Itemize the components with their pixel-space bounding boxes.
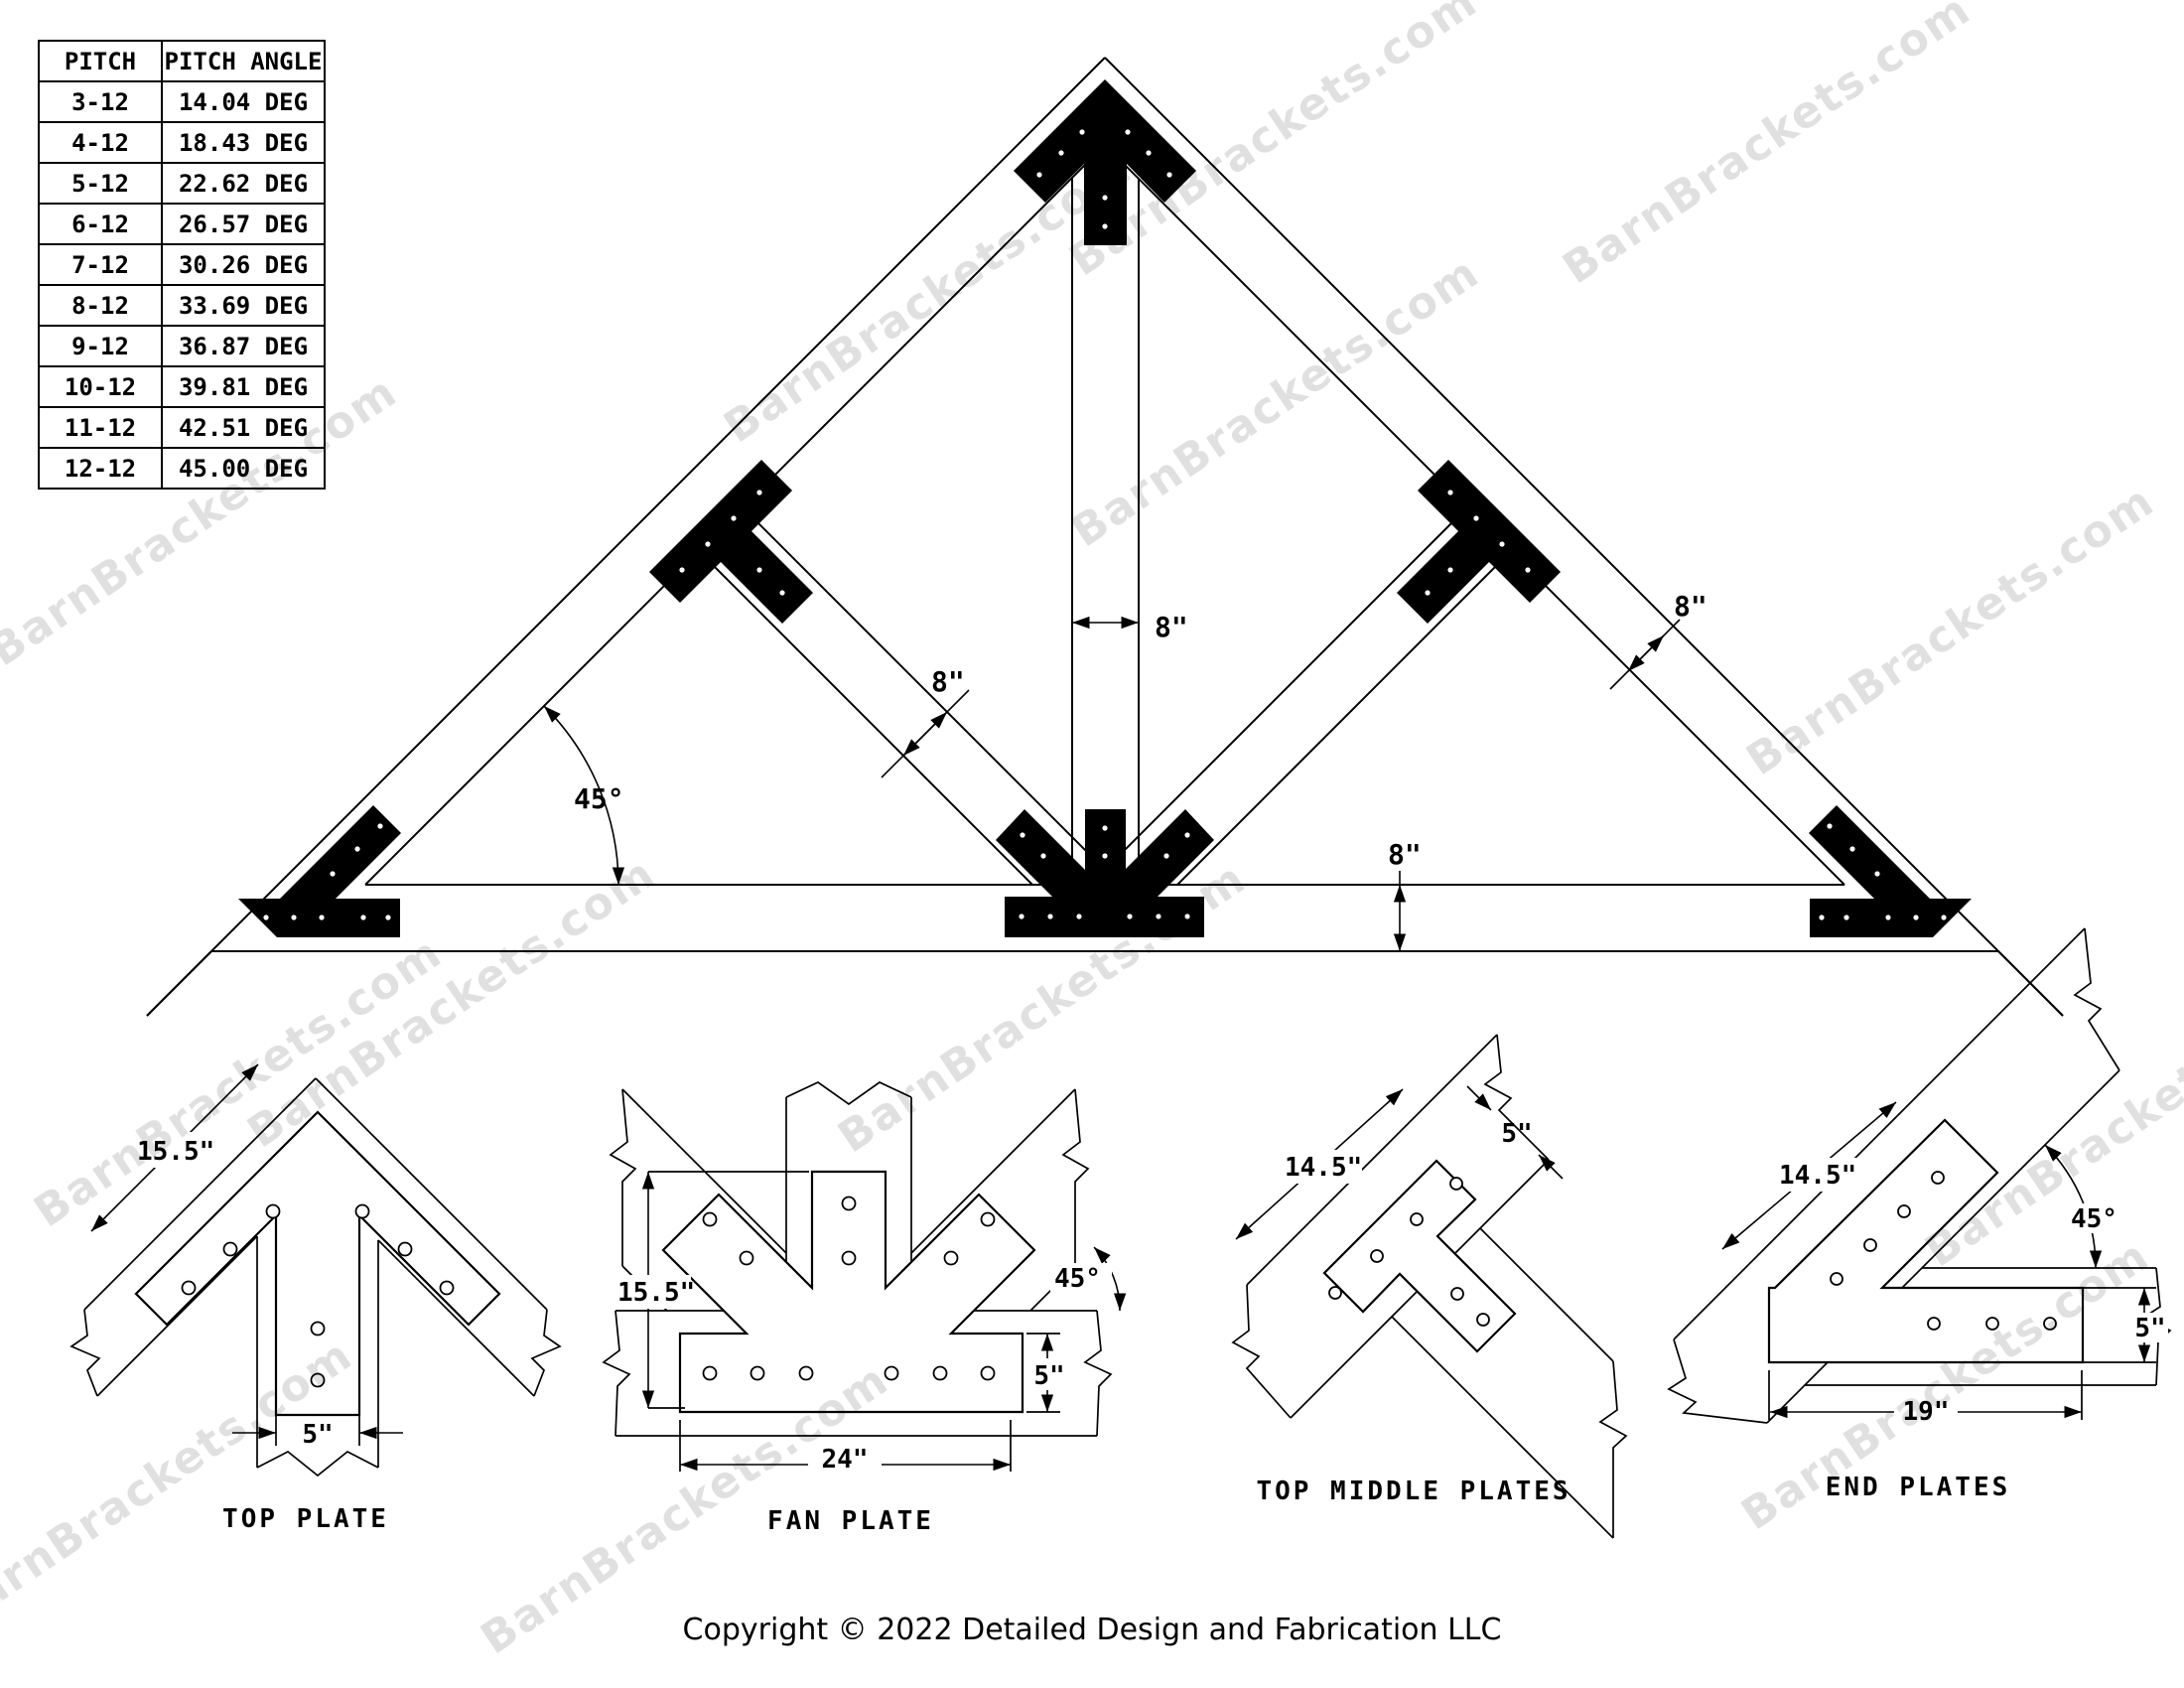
king-post-width-label: 8"	[1155, 611, 1188, 643]
fan-plate-title: FAN PLATE	[767, 1506, 934, 1536]
angle-cell: 45.00 DEG	[161, 447, 326, 490]
fan-base-height-label: 5"	[1033, 1361, 1064, 1391]
pitch-cell: 9-12	[38, 325, 163, 367]
top-middle-bar-label: 14.5"	[1285, 1153, 1362, 1183]
end-plates-title: END PLATES	[1826, 1473, 2011, 1502]
strut-width-label: 8"	[931, 665, 965, 698]
peak-bracket	[1014, 79, 1196, 245]
end-plate-arm-label: 14.5"	[1779, 1161, 1856, 1191]
pitch-cell: 3-12	[38, 80, 163, 123]
right-top-middle-bracket	[1397, 460, 1561, 624]
angle-cell: 33.69 DEG	[161, 284, 326, 327]
top-middle-title: TOP MIDDLE PLATES	[1256, 1477, 1570, 1506]
top-plate-edge-label: 15.5"	[137, 1137, 214, 1167]
pitch-cell: 5-12	[38, 162, 163, 205]
detail-top-plate: 15.5" 5" TOP PLATE	[69, 1063, 562, 1534]
angle-cell: 26.57 DEG	[161, 203, 326, 245]
angle-cell: 30.26 DEG	[161, 243, 326, 286]
top-middle-plate-holes	[1328, 1177, 1490, 1327]
top-plate-stem-label: 5"	[302, 1420, 333, 1450]
fan-plate-outline	[661, 1170, 1036, 1414]
fan-bracket	[996, 809, 1214, 937]
top-middle-dimensions: 14.5" 5"	[1235, 1085, 1564, 1240]
pitch-cell: 7-12	[38, 243, 163, 286]
pitch-column-header: PITCH	[38, 40, 163, 82]
end-plate-angle-label: 45°	[2071, 1204, 2117, 1234]
angle-cell: 14.04 DEG	[161, 80, 326, 123]
left-top-middle-bracket	[649, 460, 813, 624]
fan-plate-timbers	[602, 1081, 1113, 1437]
angle-cell: 42.51 DEG	[161, 406, 326, 449]
pitch-table-header-row: PITCH PITCH ANGLE	[38, 40, 326, 82]
top-plate-outline	[134, 1110, 501, 1417]
fan-plate-holes	[702, 1196, 996, 1381]
top-middle-plate-outline	[1322, 1159, 1517, 1353]
pitch-angle-column-header: PITCH ANGLE	[161, 40, 326, 82]
angle-cell: 22.62 DEG	[161, 162, 326, 205]
fan-height-label: 15.5"	[617, 1278, 695, 1308]
copyright-text: Copyright © 2022 Detailed Design and Fab…	[682, 1613, 1502, 1647]
fan-angle-label: 45°	[1054, 1264, 1101, 1294]
top-plate-dimensions: 15.5" 5"	[90, 1063, 403, 1450]
end-plate-height-label: 5"	[2134, 1314, 2165, 1343]
chord-height-label: 8"	[1388, 838, 1422, 871]
top-middle-timbers	[1231, 1034, 1628, 1539]
end-plate-outline	[1767, 1118, 2085, 1364]
top-middle-stem-label: 5"	[1501, 1119, 1532, 1149]
pitch-cell: 12-12	[38, 447, 163, 490]
fan-plate-dimensions: 15.5" 24" 5" 45°	[614, 1171, 1127, 1475]
pitch-cell: 6-12	[38, 203, 163, 245]
end-plates-timbers	[1667, 927, 2172, 1424]
detail-fan-plate: 15.5" 24" 5" 45° FAN PLATE	[602, 1081, 1127, 1536]
detail-end-plates: 14.5" 45° 5" 19" END PLATES	[1667, 927, 2172, 1502]
truss-dimensions: 8" 8" 8" 8" 45°	[543, 590, 1707, 951]
top-plate-holes	[181, 1203, 455, 1388]
heel-angle-label: 45°	[574, 782, 624, 815]
right-end-bracket	[1809, 805, 1972, 937]
top-plate-title: TOP PLATE	[222, 1504, 389, 1534]
pitch-cell: 4-12	[38, 121, 163, 164]
fan-base-label: 24"	[822, 1445, 869, 1475]
pitch-cell: 10-12	[38, 365, 163, 408]
left-end-bracket	[238, 805, 401, 937]
pitch-cell: 11-12	[38, 406, 163, 449]
pitch-cell: 8-12	[38, 284, 163, 327]
end-plate-length-label: 19"	[1903, 1397, 1950, 1427]
angle-cell: 36.87 DEG	[161, 325, 326, 367]
detail-top-middle-plates: 14.5" 5" TOP MIDDLE PLATES	[1231, 1034, 1628, 1539]
angle-cell: 18.43 DEG	[161, 121, 326, 164]
angle-cell: 39.81 DEG	[161, 365, 326, 408]
rafter-width-label: 8"	[1674, 590, 1707, 623]
end-plates-dimensions: 14.5" 45° 5" 19"	[1721, 1101, 2168, 1427]
